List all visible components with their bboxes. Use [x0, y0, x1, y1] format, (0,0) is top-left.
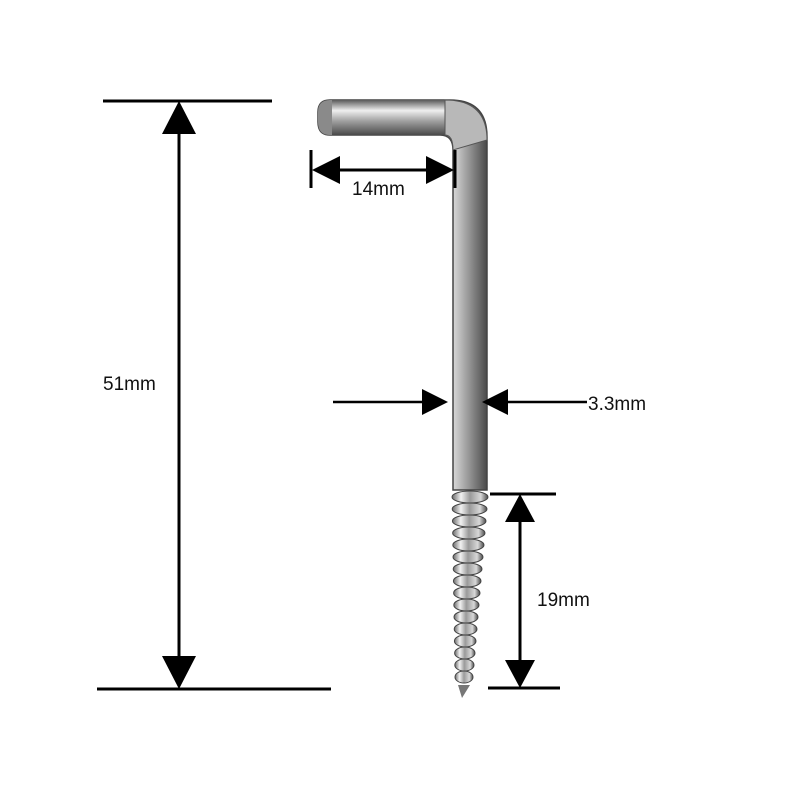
arrow-left-icon [312, 156, 340, 184]
hook-width-dimension: 14mm [309, 150, 457, 200]
arrow-down-icon [162, 656, 196, 689]
thread-length-label: 19mm [537, 590, 590, 611]
thread-ridge [453, 622, 478, 636]
thread-ridge [452, 538, 485, 552]
thread-ridge [454, 658, 475, 672]
arrow-right-icon [426, 156, 454, 184]
hook-width-label: 14mm [352, 179, 405, 200]
arrow-down-icon [505, 660, 535, 688]
thread-length-dimension: 19mm [488, 492, 590, 690]
thread-ridge [453, 598, 480, 612]
thread-ridge [452, 526, 486, 540]
thread-ridge [453, 610, 479, 624]
screw-tip [458, 685, 470, 698]
thread-ridge [453, 586, 481, 600]
shank-diameter-label: 3.3mm [588, 394, 646, 415]
thread-ridge [451, 502, 488, 516]
arrow-up-icon [162, 101, 196, 134]
thread-ridge [451, 490, 489, 504]
thread-ridge [454, 646, 476, 660]
arrow-right-icon [422, 389, 448, 415]
total-length-dimension: 51mm [97, 99, 331, 691]
thread-ridge [453, 634, 477, 648]
thread-ridge [452, 550, 484, 564]
thread-ridge [452, 574, 482, 588]
screw-hook-image [317, 99, 489, 698]
thread-ridge [454, 670, 474, 684]
thread-ridge [451, 514, 487, 528]
thread-ridge [452, 562, 483, 576]
total-length-label: 51mm [103, 374, 156, 395]
arrow-up-icon [505, 494, 535, 522]
shank-diameter-dimension: 3.3mm [333, 389, 646, 415]
arrow-left-icon [482, 389, 508, 415]
thread-section [451, 490, 489, 698]
